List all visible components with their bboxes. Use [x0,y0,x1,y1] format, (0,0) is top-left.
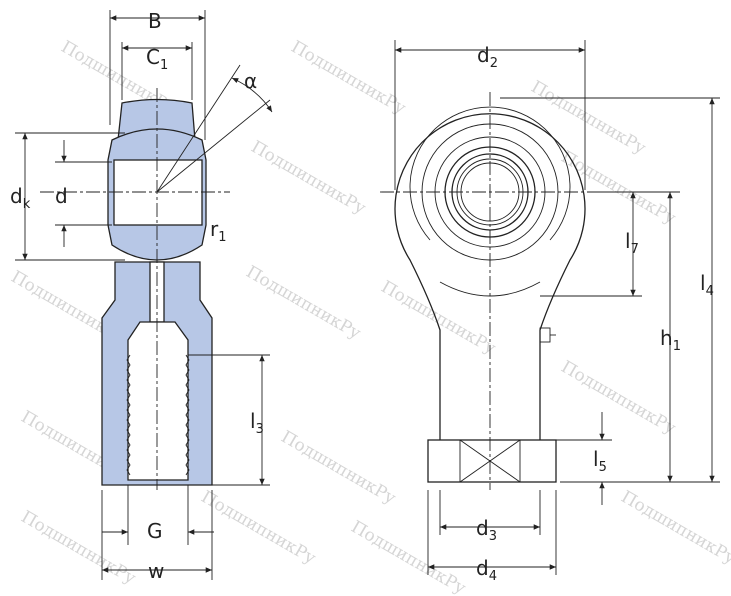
dimension-line [156,64,241,193]
outline-path [185,354,190,476]
label-alpha: α [244,69,257,93]
watermark: ПодшипникРу [18,507,139,589]
outline-path [409,106,571,241]
label-part: l [593,447,599,471]
label-d2: d2 [477,43,498,71]
label-part: 1 [160,58,168,73]
label-C1: C1 [146,45,168,73]
watermark: ПодшипникРу [288,37,409,119]
label-part: 2 [490,56,498,71]
label-part: d [10,184,23,208]
label-part: 3 [256,422,264,437]
outline-path [126,354,131,476]
left-section-view: B C1 α dk d r1 l3 G w [10,9,273,583]
watermark: ПодшипникРу [198,487,319,569]
dimension-line [156,99,271,193]
label-h1: h1 [660,326,681,354]
label-part: k [23,197,31,212]
outline-path [127,321,189,481]
label-d: d [55,184,68,208]
label-part: l [625,229,631,253]
watermark: ПодшипникРу [558,147,679,229]
label-r1: r1 [210,217,227,245]
label-part: 4 [706,284,714,299]
label-part: 1 [218,230,226,245]
label-part: 5 [599,460,607,475]
label-part: d [476,556,489,580]
label-l7: l7 [625,229,639,257]
label-part: 4 [489,569,497,584]
label-d4: d4 [476,556,497,584]
watermark: ПодшипникРу [348,517,469,596]
label-part: 7 [631,242,639,257]
label-w: w [148,559,164,583]
watermark: ПодшипникРу [243,262,364,344]
watermark: ПодшипникРу [378,277,499,359]
label-part: l [700,271,706,295]
label-part: l [250,409,256,433]
outline-path [117,98,196,141]
label-part: C [146,45,160,69]
right-front-view: d2 l7 h1 l4 l5 d3 d4 [380,40,720,584]
watermark: ПодшипникРу [618,487,731,569]
label-part: h [660,326,673,350]
label-B: B [148,9,162,33]
outline-rect [427,439,557,483]
label-part: 3 [489,529,497,544]
watermark: ПодшипникРу [528,77,649,159]
label-part: d [476,516,489,540]
label-l5: l5 [593,447,607,475]
label-d3: d3 [476,516,497,544]
outline-rect [113,159,203,226]
outline-path [231,77,273,113]
label-part: r [210,217,219,241]
label-part: d [477,43,490,67]
outline-rect [539,327,551,343]
label-part: 1 [673,339,681,354]
label-l3: l3 [250,409,264,437]
watermark: ПодшипникРу [278,427,399,509]
label-dk: dk [10,184,31,212]
label-l4: l4 [700,271,714,299]
label-G: G [147,519,163,543]
watermark: ПодшипникРу [558,357,679,439]
outline-path [394,113,586,440]
watermark: ПодшипникРу [248,137,369,219]
